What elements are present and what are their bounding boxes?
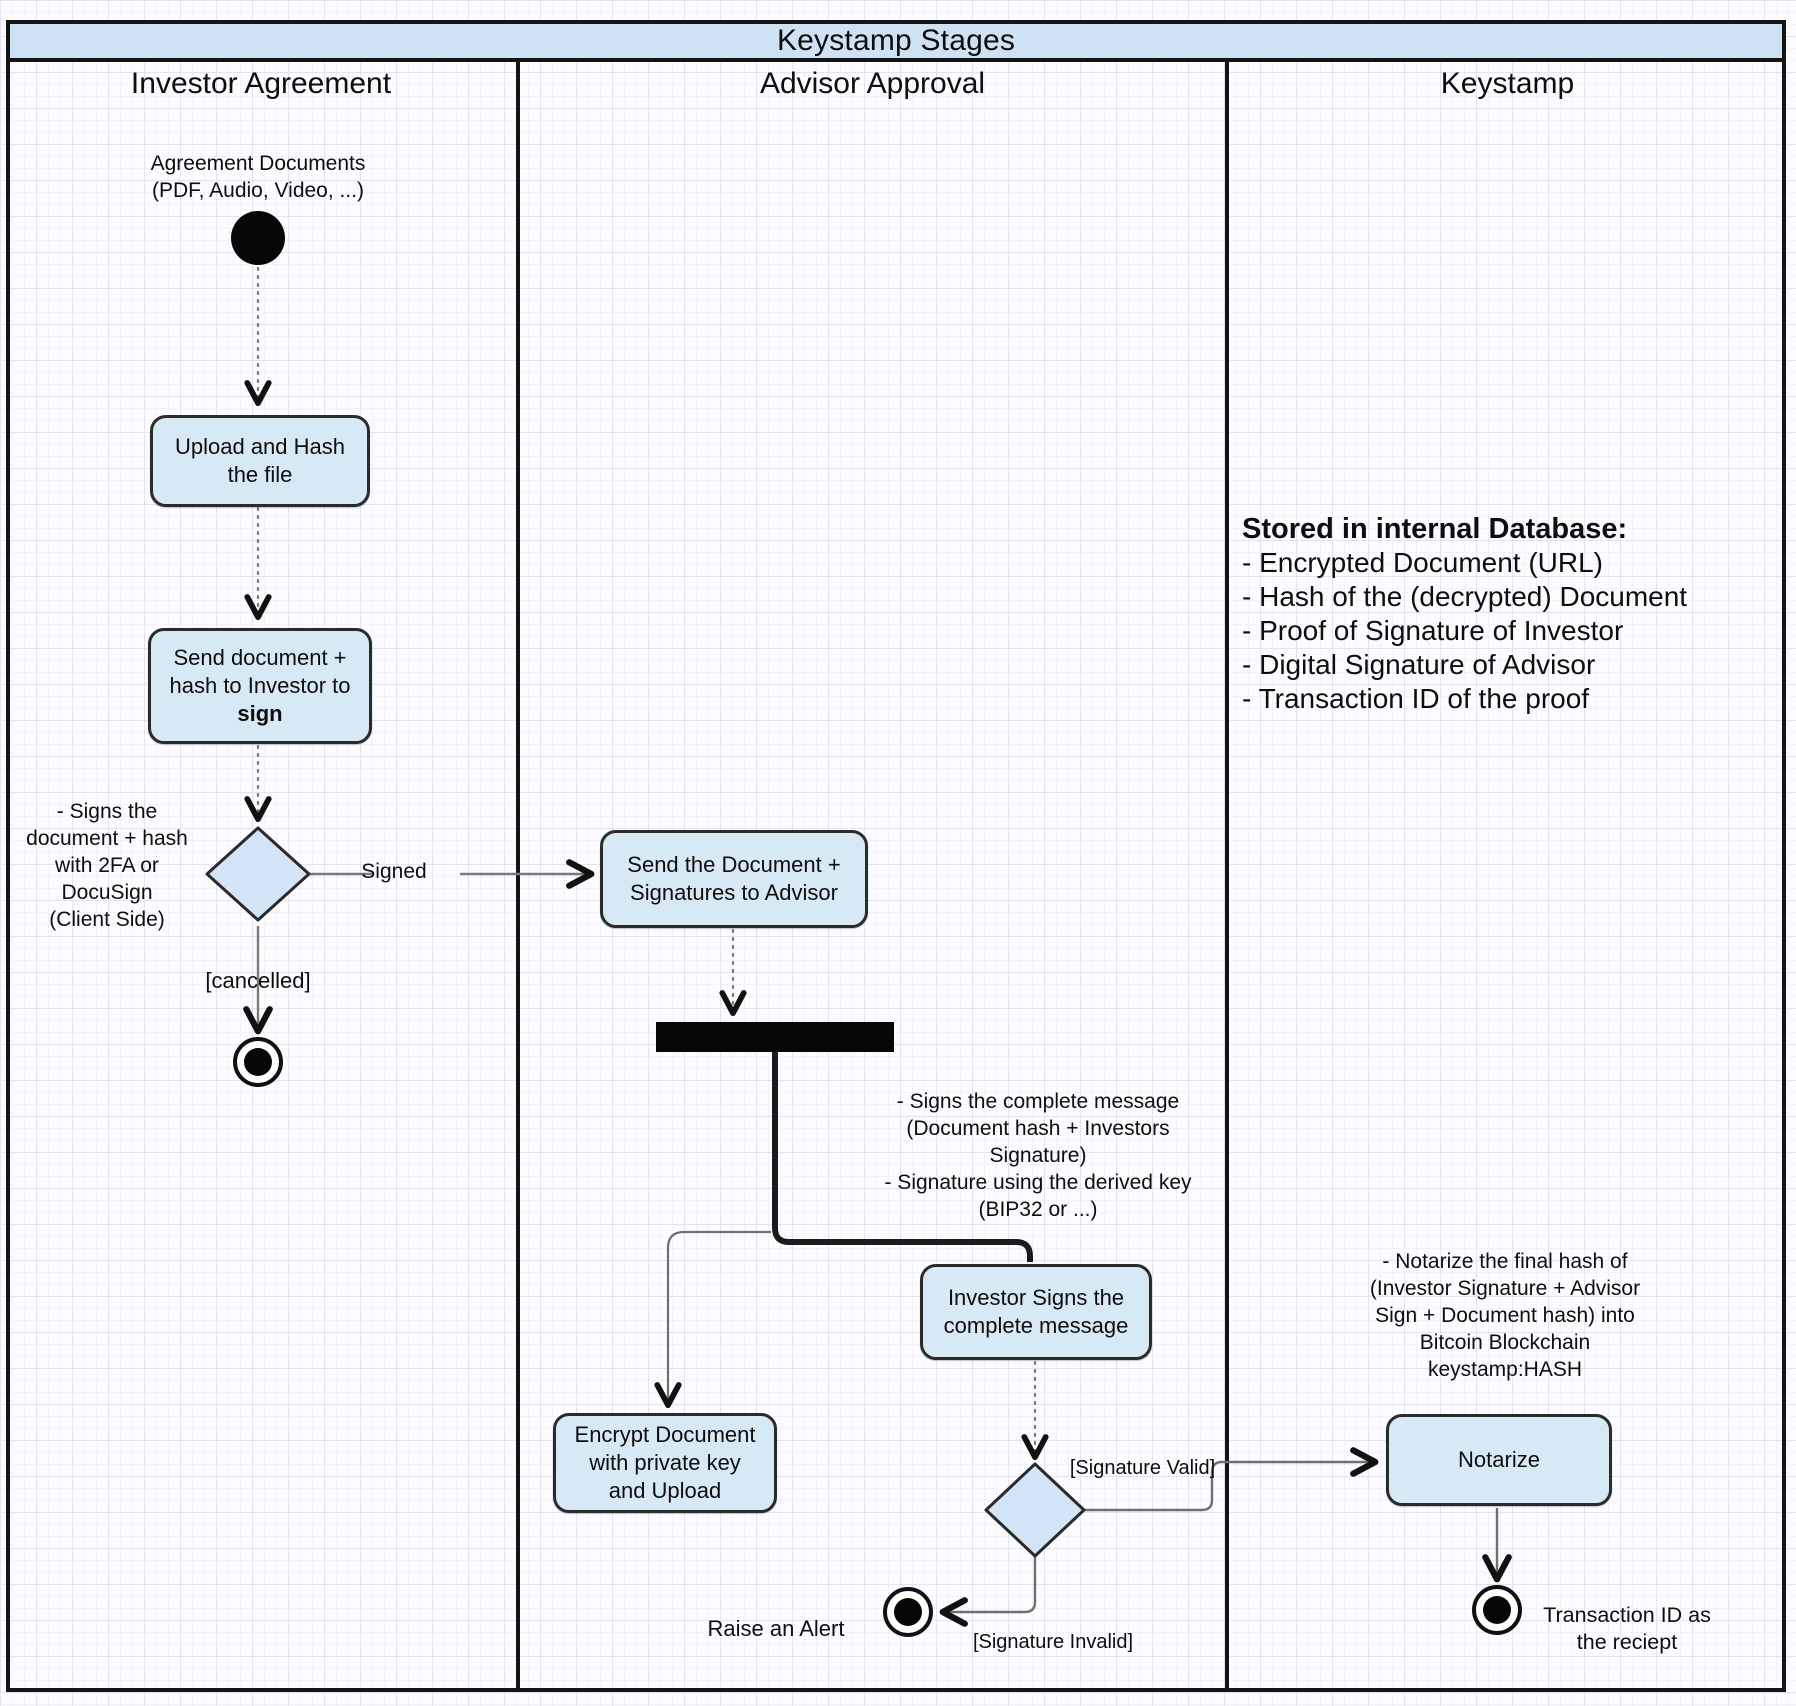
diagram-title: Keystamp Stages — [776, 24, 1016, 57]
activity-investor-signs: Investor Signs the complete message — [920, 1264, 1152, 1360]
edge-label-signed: Signed — [361, 860, 427, 883]
flow-fork-to-encrypt — [654, 1230, 771, 1409]
activity-send-to-advisor-label: Send the Document + Signatures to Adviso… — [627, 852, 841, 905]
edge-label-cancelled: [cancelled] — [205, 968, 311, 993]
flow-fork-to-sign — [772, 1052, 1033, 1262]
flow-invalid-to-alert-end — [939, 1556, 1037, 1627]
note-stored-in-database: Stored in internal Database: - Encrypted… — [1242, 512, 1790, 716]
activity-notarize-label: Notarize — [1458, 1447, 1540, 1472]
activity-send-document-to-sign: Send document + hash to Investor to sign — [148, 628, 372, 744]
decision-signature-valid — [984, 1462, 1086, 1558]
edge-label-transaction-id-receipt: Transaction ID as the reciept — [1543, 1603, 1711, 1654]
activity-encrypt-document-label: Encrypt Document with private key and Up… — [574, 1422, 756, 1503]
end-node-receipt — [1472, 1585, 1522, 1635]
activity-upload-and-hash: Upload and Hash the file — [150, 415, 370, 507]
end-node-alert — [883, 1587, 933, 1637]
activity-upload-and-hash-label: Upload and Hash the file — [174, 434, 345, 487]
lane-header-keystamp: Keystamp — [1440, 67, 1575, 100]
start-node — [231, 211, 285, 265]
activity-notarize: Notarize — [1386, 1414, 1612, 1506]
db-note-item: - Hash of the (decrypted) Document — [1242, 581, 1688, 612]
db-note-item: - Transaction ID of the proof — [1242, 683, 1590, 714]
note-signs-with-2fa: - Signs the document + hash with 2FA or … — [26, 800, 188, 931]
lane-header-investor-agreement: Investor Agreement — [130, 67, 392, 100]
edge-label-raise-an-alert: Raise an Alert — [707, 1616, 845, 1641]
activity-send-document-label: Send document + hash to Investor to — [169, 645, 351, 698]
db-note-item: - Proof of Signature of Investor — [1242, 615, 1624, 646]
note-agreement-documents: Agreement Documents (PDF, Audio, Video, … — [150, 152, 366, 202]
swimlane-frame — [6, 58, 1786, 1692]
edge-label-signature-invalid: [Signature Invalid] — [972, 1631, 1134, 1653]
fork-bar — [656, 1022, 894, 1052]
end-node-cancelled — [233, 1037, 283, 1087]
decision-signed-or-cancelled — [205, 826, 311, 922]
lane-divider-2 — [1225, 58, 1229, 1692]
flow-valid-to-notarize — [1084, 1447, 1379, 1512]
note-stored-in-database-title: Stored in internal Database: — [1242, 513, 1628, 545]
lane-header-advisor-approval: Advisor Approval — [759, 67, 986, 100]
activity-send-document-label-bold: sign — [237, 701, 283, 726]
db-note-item: - Encrypted Document (URL) — [1242, 547, 1604, 578]
note-notarize-final-hash: - Notarize the final hash of (Investor S… — [1369, 1250, 1641, 1381]
activity-investor-signs-label: Investor Signs the complete message — [943, 1285, 1129, 1338]
note-advisor-signs-message: - Signs the complete message (Document h… — [884, 1090, 1192, 1221]
db-note-item: - Digital Signature of Advisor — [1242, 649, 1596, 680]
edge-label-signature-valid: [Signature Valid] — [1069, 1457, 1216, 1479]
activity-send-to-advisor: Send the Document + Signatures to Adviso… — [600, 830, 868, 928]
activity-encrypt-document: Encrypt Document with private key and Up… — [553, 1413, 777, 1513]
